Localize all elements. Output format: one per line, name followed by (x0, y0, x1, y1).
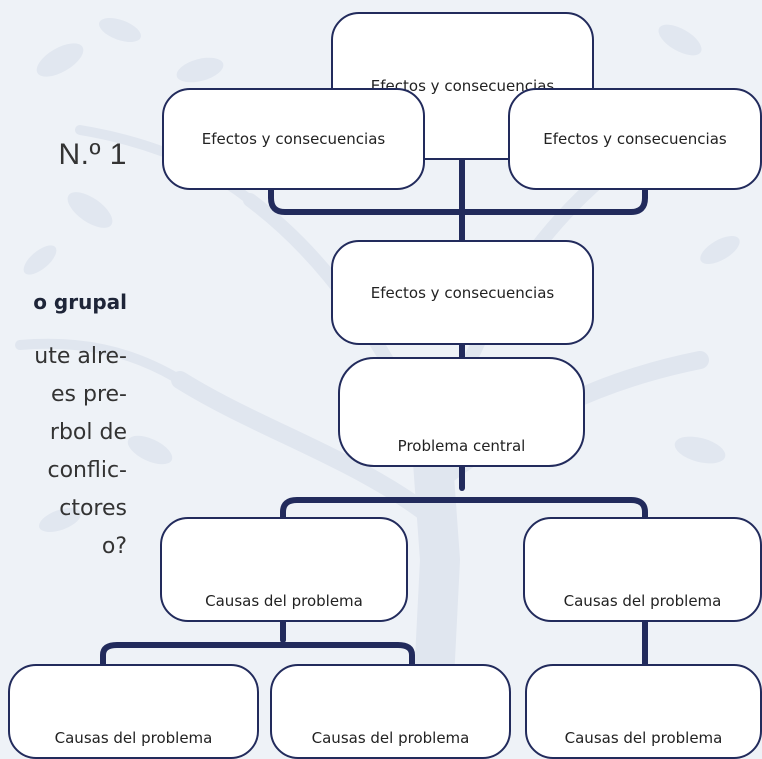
cause-label: Causas del problema (563, 592, 722, 610)
cause-box-left: Causas del problema (160, 517, 408, 622)
effect-label: Efectos y consecuencias (543, 130, 727, 148)
question-line: rbol de (49, 420, 127, 445)
question-line: ctores (59, 496, 127, 521)
subcause-box-2: Causas del problema (270, 664, 511, 759)
subcause-box-1: Causas del problema (8, 664, 259, 759)
cause-box-right: Causas del problema (523, 517, 762, 622)
effects-bracket (268, 187, 648, 215)
question-line: es pre- (51, 382, 127, 407)
effect-box-lower: Efectos y consecuencias (331, 240, 594, 345)
activity-title: N.º 1 (58, 138, 127, 171)
cause-label: Causas del problema (54, 729, 213, 747)
effect-box-left: Efectos y consecuencias (162, 88, 425, 190)
effect-box-right: Efectos y consecuencias (508, 88, 762, 190)
central-problem-label: Problema central (397, 437, 526, 455)
question-line: ute alre- (34, 344, 127, 369)
subcauses-bracket (100, 642, 415, 667)
activity-question: ute alre- es pre- rbol de conflic- ctore… (0, 338, 127, 566)
effect-label: Efectos y consecuencias (370, 77, 555, 95)
group-activity-label: o grupal (33, 290, 127, 314)
causes-bracket (280, 497, 648, 531)
cause-label: Causas del problema (311, 729, 470, 747)
effect-label: Efectos y consecuencias (201, 130, 386, 148)
effect-label: Efectos y consecuencias (370, 283, 555, 302)
subcause-box-3: Causas del problema (525, 664, 762, 759)
cause-label: Causas del problema (205, 592, 363, 610)
central-problem-box: Problema central (338, 357, 585, 467)
question-line: o? (101, 534, 127, 559)
cause-label: Causas del problema (564, 729, 723, 747)
question-line: conflic- (47, 458, 127, 483)
